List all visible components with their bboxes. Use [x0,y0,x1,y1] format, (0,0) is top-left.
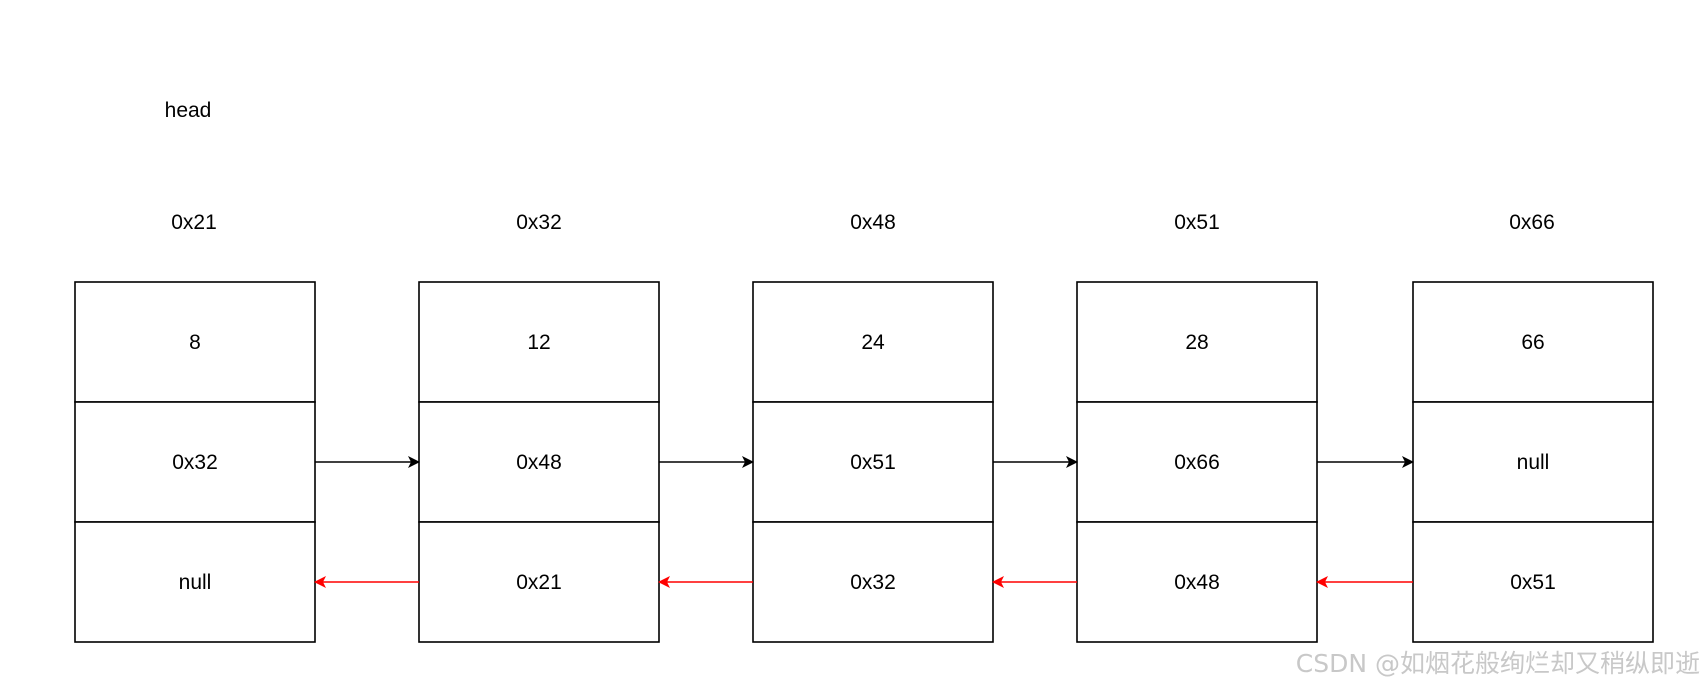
node-address-label: 0x48 [850,211,896,234]
value-text: 12 [527,331,550,354]
node-4: 0x66 66 null 0x51 [1412,211,1654,643]
node-address-label: 0x51 [1174,211,1220,234]
node-address-label: 0x66 [1509,211,1555,234]
next-pointer-text: null [1517,451,1550,474]
prev-pointer-cell [1076,521,1318,643]
prev-pointer-text: 0x21 [516,571,562,594]
value-text: 24 [861,331,885,354]
prev-pointer-text: 0x51 [1510,571,1556,594]
next-pointer-text: 0x51 [850,451,896,474]
value-text: 66 [1521,331,1544,354]
node-3: 0x51 28 0x66 0x48 [1076,211,1318,643]
value-cell [1412,281,1654,403]
head-label: head [165,99,212,122]
prev-pointer-cell [1412,521,1654,643]
prev-pointer-cell [418,521,660,643]
watermark-text: CSDN @如烟花般绚烂却又稍纵即逝 [1296,649,1700,678]
node-address-label: 0x21 [171,211,217,234]
value-cell [418,281,660,403]
value-text: 28 [1185,331,1208,354]
next-pointer-cell [418,401,660,523]
next-pointer-text: 0x32 [172,451,218,474]
prev-pointer-text: 0x48 [1174,571,1220,594]
value-cell [74,281,316,403]
node-0: 0x21 8 0x32 null [74,211,316,643]
next-pointer-text: 0x48 [516,451,562,474]
value-text: 8 [189,331,201,354]
next-pointer-cell [1412,401,1654,523]
next-pointer-text: 0x66 [1174,451,1220,474]
prev-pointer-text: 0x32 [850,571,896,594]
node-1: 0x32 12 0x48 0x21 [418,211,660,643]
node-2: 0x48 24 0x51 0x32 [752,211,994,643]
next-pointer-cell [74,401,316,523]
prev-pointer-text: null [179,571,212,594]
prev-pointer-cell [74,521,316,643]
value-cell [1076,281,1318,403]
node-address-label: 0x32 [516,211,562,234]
